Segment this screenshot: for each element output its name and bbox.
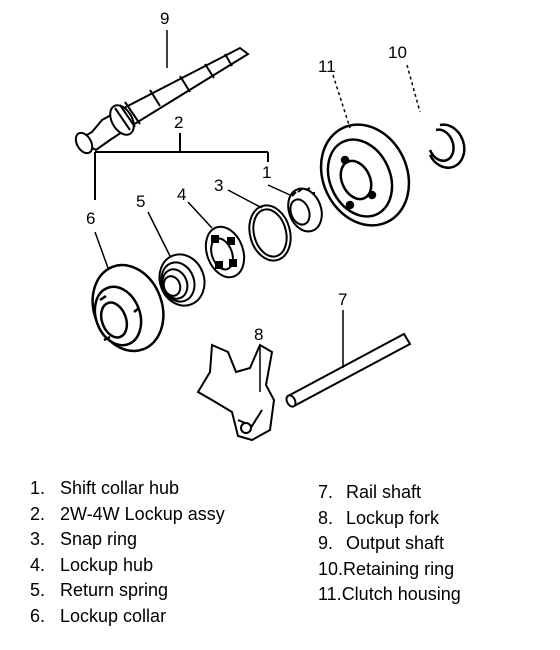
leader-11 <box>332 74 351 129</box>
lockup-hub-part <box>204 225 246 279</box>
callout-7: 7 <box>338 290 347 309</box>
legend-item-number: 11. <box>318 584 342 604</box>
retaining-ring-part <box>428 123 466 169</box>
legend-item-label: Shift collar hub <box>60 478 180 498</box>
leader-3 <box>227 189 263 209</box>
leader-1 <box>267 184 291 196</box>
legend-item: 7. Rail shaft <box>318 480 461 506</box>
legend-item-label: Lockup fork <box>346 507 440 528</box>
legend-right-column: 7. Rail shaft 8. Lockup fork 9. Output s… <box>318 480 461 608</box>
clutch-housing-part <box>319 123 411 227</box>
legend-item-number: 6. <box>30 605 46 626</box>
rail-shaft-part <box>285 332 412 408</box>
legend-item: 3. Snap ring <box>30 527 225 553</box>
callout-10: 10 <box>388 43 407 62</box>
legend-item: 10. Retaining ring <box>318 557 461 583</box>
legend-item-number: 9. <box>318 533 334 553</box>
leader-5 <box>147 211 171 257</box>
legend-item: 11. Clutch housing <box>318 582 461 608</box>
lockup-collar-part <box>91 263 165 353</box>
legend-item-label: Output shaft <box>346 533 445 553</box>
legend-item-number: 7. <box>318 482 334 502</box>
leader-6 <box>94 231 109 269</box>
legend-item-label: 2W-4W Lockup assy <box>60 503 225 524</box>
legend-item: 8. Lockup fork <box>318 506 461 532</box>
callout-6: 6 <box>86 209 95 228</box>
legend-item: 4. Lockup hub <box>30 553 225 579</box>
callout-9: 9 <box>160 9 169 28</box>
callout-5: 5 <box>136 192 145 211</box>
leader-4 <box>187 201 213 229</box>
legend-item: 1. Shift collar hub <box>30 476 225 502</box>
legend-item-number: 10. <box>318 558 344 579</box>
legend-item-number: 5. <box>30 580 46 600</box>
shift-collar-hub-part <box>287 187 323 233</box>
callout-1: 1 <box>262 163 271 182</box>
return-spring-part <box>158 253 206 307</box>
legend-item-number: 2. <box>30 503 46 524</box>
callout-8: 8 <box>254 325 263 344</box>
legend-item-label: Rail shaft <box>346 482 422 502</box>
lockup-fork-part <box>196 343 276 442</box>
legend-left-column: 1. Shift collar hub 2. 2W-4W Lockup assy… <box>30 476 225 629</box>
legend-item: 5. Return spring <box>30 578 225 604</box>
legend-item: 6. Lockup collar <box>30 604 225 630</box>
callout-11: 11 <box>318 57 336 76</box>
legend-item: 2. 2W-4W Lockup assy <box>30 502 225 528</box>
legend-item-label: Lockup hub <box>60 554 154 575</box>
legend-item-number: 1. <box>30 478 46 498</box>
legend-item-number: 8. <box>318 507 334 528</box>
callout-4: 4 <box>177 185 186 204</box>
callout-2: 2 <box>174 113 183 132</box>
legend-item-label: Snap ring <box>60 529 138 549</box>
snap-ring-part <box>248 204 292 262</box>
legend-item-label: Clutch housing <box>341 584 461 604</box>
callout-3: 3 <box>214 176 223 195</box>
output-shaft-part <box>74 46 250 155</box>
legend-item-number: 4. <box>30 554 46 575</box>
leader-10 <box>406 64 421 113</box>
legend-item-label: Lockup collar <box>60 605 167 626</box>
legend-item-label: Retaining ring <box>343 558 455 579</box>
exploded-parts-diagram: 9 2 11 10 1 3 4 5 6 7 8 <box>74 9 466 442</box>
legend-item: 9. Output shaft <box>318 531 461 557</box>
bracket-2 <box>94 133 269 200</box>
legend-item-label: Return spring <box>60 580 169 600</box>
legend-item-number: 3. <box>30 529 46 549</box>
